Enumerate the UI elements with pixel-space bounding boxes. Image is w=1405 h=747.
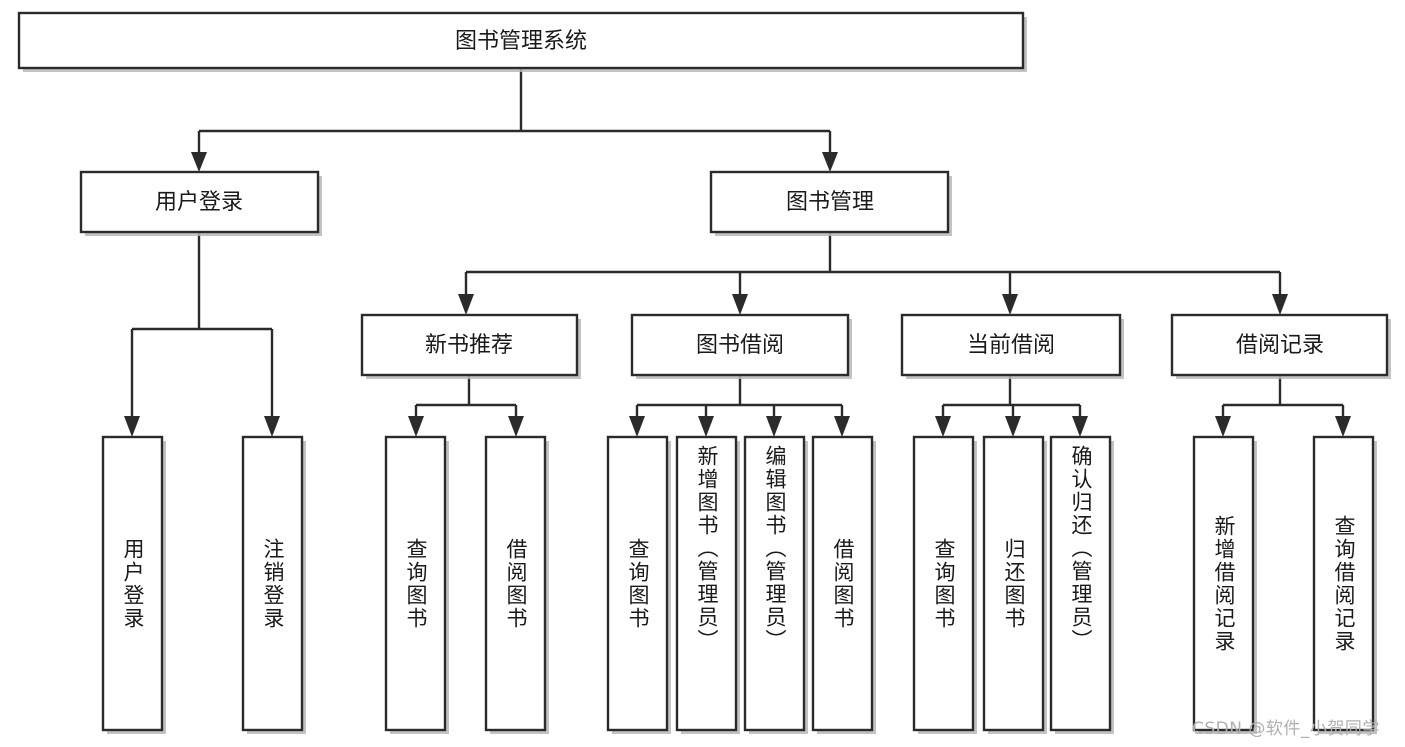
arrow-head-leaf-edit-book (766, 416, 782, 437)
node-user-login-rect (79, 170, 320, 234)
node-leaf-logout-rect (241, 435, 304, 732)
arrow-head-leaf-query-book-rec (408, 416, 424, 437)
node-leaf-query-book-borrow-rect (606, 435, 669, 732)
node-current-borrow[interactable]: 当前借阅 (900, 313, 1124, 379)
arrow-head-current-borrow (1002, 294, 1018, 315)
node-book-manage-rect (709, 170, 950, 234)
node-new-book-rec[interactable]: 新书推荐 (360, 313, 581, 379)
connector-group-book-borrow (629, 375, 850, 437)
arrow-head-leaf-borrow-book (834, 416, 850, 437)
node-borrow-record-rect (1170, 313, 1389, 377)
connector-group-borrow-record (1215, 375, 1351, 437)
arrow-head-leaf-confirm-return (1072, 416, 1088, 437)
node-leaf-query-record-rect (1312, 435, 1375, 732)
arrow-head-leaf-borrow-book-rec (508, 416, 524, 437)
node-leaf-query-record[interactable] (1312, 435, 1377, 734)
node-user-login-label: 用户登录 (155, 190, 243, 215)
node-leaf-add-book-rect (675, 435, 738, 732)
node-leaf-edit-book[interactable] (743, 435, 808, 734)
node-leaf-query-book-borrow[interactable] (606, 435, 671, 734)
node-leaf-return-book[interactable] (982, 435, 1047, 734)
arrow-head-leaf-user-login (124, 416, 140, 437)
node-leaf-query-book-rec-rect (384, 435, 447, 732)
arrow-head-new-book-rec (458, 294, 474, 315)
node-book-borrow[interactable]: 图书借阅 (630, 313, 852, 379)
node-new-book-rec-label: 新书推荐 (425, 333, 513, 358)
connector-group-current-borrow (935, 375, 1088, 437)
node-book-manage-label: 图书管理 (786, 190, 874, 215)
node-leaf-borrow-book-rec[interactable] (484, 435, 549, 734)
node-book-borrow-label: 图书借阅 (696, 333, 784, 358)
node-leaf-confirm-return[interactable] (1049, 435, 1114, 734)
node-root[interactable]: 图书管理系统 (17, 11, 1027, 72)
node-current-borrow-label: 当前借阅 (967, 333, 1055, 358)
csdn-watermark: CSDN @软件_小贺同学 (1192, 719, 1380, 739)
node-root-rect (17, 11, 1025, 70)
connector-group-root (191, 68, 838, 172)
connector-group-new-book-rec (408, 375, 524, 437)
node-new-book-rec-rect (360, 313, 579, 377)
node-leaf-query-book-cur[interactable] (912, 435, 977, 734)
arrow-head-leaf-query-record (1335, 416, 1351, 437)
node-leaf-add-book[interactable] (675, 435, 740, 734)
leaf-boxes (101, 435, 1377, 734)
node-book-manage[interactable]: 图书管理 (709, 170, 952, 236)
node-leaf-confirm-return-rect (1049, 435, 1112, 732)
arrow-head-user-login (191, 152, 207, 172)
node-leaf-add-record-rect (1192, 435, 1255, 732)
connector-group-user-login (124, 232, 280, 437)
node-leaf-logout[interactable] (241, 435, 306, 734)
node-leaf-borrow-book-rect (811, 435, 874, 732)
node-leaf-edit-book-rect (743, 435, 806, 732)
arrow-head-leaf-logout (264, 416, 280, 437)
arrow-head-book-manage (822, 152, 838, 172)
node-current-borrow-rect (900, 313, 1122, 377)
arrow-head-leaf-add-record (1215, 416, 1231, 437)
arrow-head-borrow-record (1272, 294, 1288, 315)
node-leaf-user-login[interactable] (101, 435, 166, 734)
arrow-head-leaf-query-book-cur (935, 416, 951, 437)
node-borrow-record-label: 借阅记录 (1236, 333, 1324, 358)
node-leaf-query-book-rec[interactable] (384, 435, 449, 734)
node-leaf-user-login-rect (101, 435, 164, 732)
node-book-borrow-rect (630, 313, 850, 377)
node-leaf-borrow-book[interactable] (811, 435, 876, 734)
node-user-login[interactable]: 用户登录 (79, 170, 322, 236)
arrow-head-leaf-return-book (1005, 416, 1021, 437)
arrow-head-book-borrow (732, 294, 748, 315)
node-leaf-query-book-cur-rect (912, 435, 975, 732)
node-borrow-record[interactable]: 借阅记录 (1170, 313, 1391, 379)
connector-group-book-manage (458, 232, 1288, 315)
node-root-label: 图书管理系统 (455, 29, 587, 54)
node-leaf-return-book-rect (982, 435, 1045, 732)
node-leaf-borrow-book-rec-rect (484, 435, 547, 732)
node-leaf-add-record[interactable] (1192, 435, 1257, 734)
arrow-head-leaf-query-book-borrow (629, 416, 645, 437)
arrow-head-leaf-add-book (698, 416, 714, 437)
